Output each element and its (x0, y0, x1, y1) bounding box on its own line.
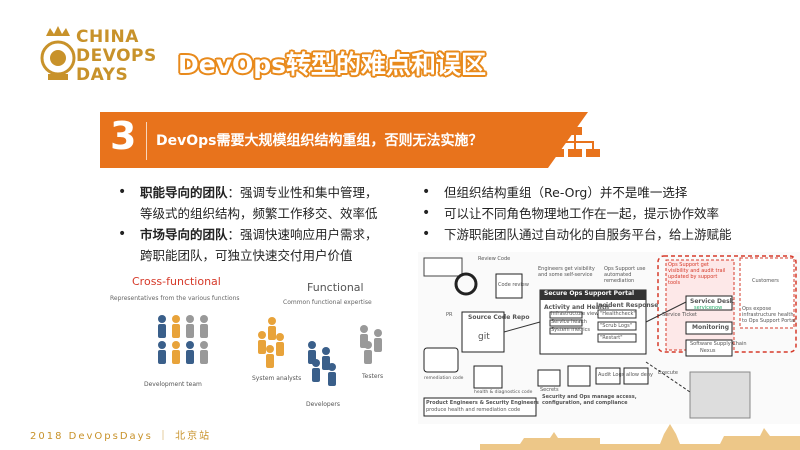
execute-label: Execute (658, 370, 678, 376)
bullet-reorg: 但组织结构重组（Re-Org）并不是唯一选择 (422, 182, 782, 203)
ops-diagram-graphics (418, 252, 800, 424)
right-bullet-list: 但组织结构重组（Re-Org）并不是唯一选择 可以让不同角色物理地工作在一起，提… (422, 182, 782, 245)
logo-text: CHINA DEVOPS DAYS (76, 28, 157, 85)
secrets-label: Secrets (540, 387, 559, 393)
checklist-icon (473, 365, 503, 389)
team-structure-figure: Cross-functional Representatives from th… (100, 275, 400, 415)
bullet-continuation: 等级式的组织结构，频繁工作移交、效率低 (140, 206, 378, 221)
banner-separator (146, 122, 147, 160)
server-rack-icon (689, 371, 751, 419)
produce-code-label: produce health and remediation code (426, 407, 521, 413)
engineers-label: Engineers get visibility and some self-s… (538, 266, 595, 278)
developers-label: Developers (306, 401, 340, 408)
restart-label: "Restart" (600, 335, 623, 341)
bullet-market-team: 市场导向的团队：强调快速响应用户需求， (118, 224, 418, 245)
ops-support-diagram: Secure Ops Support Portal Activity and H… (418, 252, 800, 424)
allow-deny-label: allow deny (626, 372, 653, 378)
ops-expose-label: Ops expose infrastructure health to Ops … (742, 306, 796, 324)
people-icons (158, 315, 382, 386)
code-braces-icon (423, 347, 459, 373)
system-metrics-label: System metrics (551, 327, 590, 333)
portal-title: Secure Ops Support Portal (544, 290, 635, 297)
bullet-functional-team: 职能导向的团队：强调专业性和集中管理， (118, 182, 418, 203)
secrets-icon (537, 369, 561, 387)
bullet-text: ：强调专业性和集中管理， (227, 185, 378, 200)
functional-group-testers (360, 325, 382, 364)
code-review-doc-icon (495, 273, 523, 299)
bullet-bold: 职能导向的团队 (140, 185, 228, 200)
functional-group-analysts (258, 317, 284, 368)
pr-label: PR (446, 312, 453, 318)
monitoring-box (685, 321, 733, 335)
audit-logs-icon (595, 367, 621, 385)
org-chart-icon (550, 127, 600, 157)
code-review-label: Code review (498, 282, 529, 288)
bullet-colocate: 可以让不同角色物理地工作在一起，提示协作效率 (422, 203, 782, 224)
bullet-text: ：强调快速响应用户需求， (227, 227, 378, 242)
banner-number: 3 (110, 114, 137, 158)
bullet-bold: 市场导向的团队 (140, 227, 228, 242)
product-engineers-label: Product Engineers & Security Engineers (426, 400, 539, 406)
functional-subtitle: Common functional expertise (283, 299, 372, 306)
supply-chain-label: Software Supply Chain (690, 341, 747, 347)
service-desk-box (685, 295, 733, 311)
banner-arrow (548, 112, 588, 168)
banner-question: DevOps需要大规模组织结构重组，否则无法实施？ (156, 133, 483, 149)
remediation-code-label: remediation code (424, 376, 464, 381)
nexus-label: Nexus (700, 348, 716, 354)
cross-functional-group (158, 315, 208, 364)
git-label: git (478, 332, 490, 342)
monitoring-label: Monitoring (692, 324, 729, 331)
health-code-label: health & diagnostics code (474, 390, 533, 395)
incident-label: Incident Response (596, 302, 659, 309)
bullet-self-service: 下游职能团队通过自动化的自服务平台，给上游赋能 (422, 224, 782, 245)
left-bullet-list: 职能导向的团队：强调专业性和集中管理， 等级式的组织结构，频繁工作移交、效率低 … (118, 182, 418, 266)
testers-label: Testers (362, 373, 384, 380)
bullet-continuation: 跨职能团队，可独立快速交付用户价值 (140, 248, 353, 263)
cross-functional-subtitle: Representatives from the various functio… (110, 295, 240, 302)
dev-team-label: Development team (144, 381, 202, 388)
china-devops-days-logo (40, 26, 76, 80)
footer-text: 2018 DevOpsDays ｜ 北京站 (30, 431, 212, 442)
supply-chain-box (685, 339, 733, 357)
system-analysts-label: System analysts (252, 375, 302, 382)
cross-functional-title: Cross-functional (132, 275, 221, 288)
source-code-label: Source Code Repo (468, 314, 530, 321)
beijing-skyline-icon (480, 424, 800, 450)
logo-line-devops: DEVOPS (76, 46, 157, 66)
question-banner (100, 112, 548, 168)
allow-deny-icon (623, 367, 649, 385)
service-health-label: Service health (551, 319, 587, 325)
customers-label: Customers (752, 278, 779, 284)
ops-support-visibility-label: Ops Support get visibility and audit tra… (668, 262, 726, 286)
audit-logs-label: Audit Logs (598, 372, 625, 378)
logo-line-china: CHINA (76, 27, 139, 47)
functional-title: Functional (307, 281, 364, 294)
review-code-label: Review Code (478, 256, 511, 262)
healthcheck-label: "Healthcheck" (600, 311, 636, 317)
infra-view-label: Infrastructure view (551, 311, 599, 317)
magnifier-icon (454, 272, 478, 296)
slide-title: DevOps转型的难点和误区 (178, 50, 487, 79)
servicenow-label: servicenow (694, 305, 723, 311)
functional-group-developers (308, 341, 336, 386)
service-desk-label: Service Desk (690, 298, 734, 305)
activity-label: Activity and Health (544, 304, 610, 311)
ops-support-label: Ops Support use automated remediation (604, 266, 646, 284)
logo-line-days: DAYS (76, 65, 129, 85)
service-ticket-label: Service Ticket (662, 312, 697, 318)
scrub-logs-label: "Scrub Logs" (600, 323, 633, 329)
security-ops-label: Security and Ops manage access, configur… (542, 394, 637, 406)
